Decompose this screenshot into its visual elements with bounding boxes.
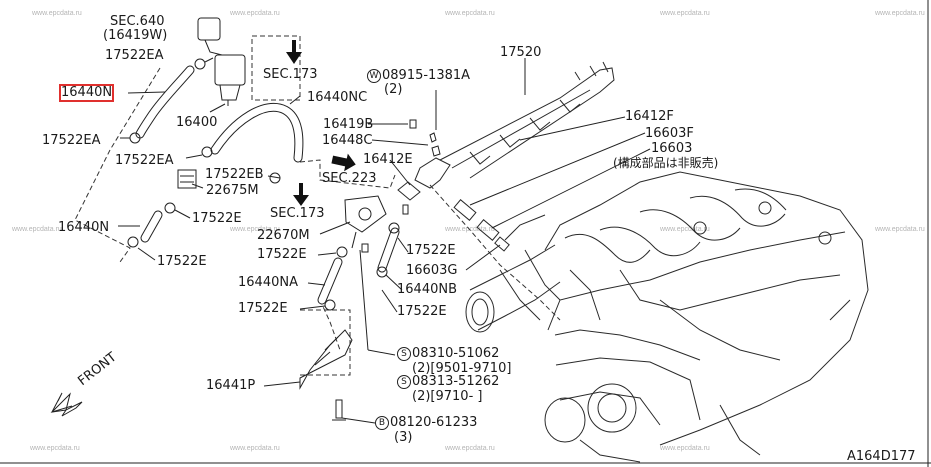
label-sec640: SEC.640 bbox=[110, 14, 165, 29]
regulator-22670M bbox=[344, 195, 387, 249]
watermark: www.epcdata.ru bbox=[875, 226, 925, 233]
label-16440NA: 16440NA bbox=[238, 275, 298, 290]
label-16419B: 16419B bbox=[323, 117, 374, 132]
damper-22675M bbox=[177, 169, 197, 189]
dashed-leader-left bbox=[74, 67, 161, 263]
label-16440N-2: 16440N bbox=[58, 220, 110, 235]
dashed-leader-sec223 bbox=[299, 159, 396, 189]
label-16440NB: 16440NB bbox=[397, 282, 457, 297]
fuel-rail bbox=[397, 61, 615, 201]
dashed-leader-16441P bbox=[319, 299, 341, 351]
label-17522E-2: 17522E bbox=[157, 254, 207, 269]
label-17522E-6: 17522E bbox=[397, 304, 447, 319]
label-16603F: 16603F bbox=[645, 126, 694, 141]
label-16412F: 16412F bbox=[625, 109, 674, 124]
arrow-icons bbox=[286, 40, 356, 206]
label-16412E: 16412E bbox=[363, 152, 413, 167]
label-sec173-mid: SEC.173 bbox=[270, 206, 325, 221]
label-17522E-3: 17522E bbox=[257, 247, 307, 262]
label-17522EA-3: 17522EA bbox=[115, 153, 174, 168]
injectors bbox=[453, 199, 510, 252]
label-16441P: 16441P bbox=[206, 378, 256, 393]
label-sec173-top: SEC.173 bbox=[263, 67, 318, 82]
label-sec640-sub: (16419W) bbox=[103, 28, 168, 43]
label-16400: 16400 bbox=[176, 115, 218, 130]
watermark: www.epcdata.ru bbox=[660, 445, 710, 452]
watermark: www.epcdata.ru bbox=[230, 10, 280, 17]
watermark: www.epcdata.ru bbox=[875, 10, 925, 17]
watermark: www.epcdata.ru bbox=[660, 226, 710, 233]
leader-lines bbox=[118, 57, 651, 424]
label-17522E-1: 17522E bbox=[192, 211, 242, 226]
bolts bbox=[332, 119, 441, 421]
label-s2-sub: (2)[9710- ] bbox=[412, 389, 483, 404]
watermark: www.epcdata.ru bbox=[230, 226, 280, 233]
label-note-jp: (構成部品は非販売) bbox=[613, 156, 719, 170]
b-part-number: 08120-61233 bbox=[390, 415, 478, 430]
dashed-leader-rail bbox=[429, 184, 561, 321]
w-part-number: 08915-1381A bbox=[382, 68, 471, 83]
bracket-16441P bbox=[299, 329, 353, 390]
watermark: www.epcdata.ru bbox=[12, 226, 62, 233]
s2-part-number: 08313-51262 bbox=[412, 374, 500, 389]
label-17522E-4: 17522E bbox=[238, 301, 288, 316]
engine-block bbox=[544, 171, 869, 463]
dashed-bracket-16441P bbox=[300, 309, 351, 376]
label-b-qty: (3) bbox=[394, 430, 413, 445]
diagram-code: A164D177 bbox=[847, 449, 916, 464]
watermark: www.epcdata.ru bbox=[445, 445, 495, 452]
s-circle-icon: S bbox=[397, 375, 411, 389]
fuel-filter-16400 bbox=[197, 17, 246, 106]
label-16448C: 16448C bbox=[322, 133, 373, 148]
watermark: www.epcdata.ru bbox=[660, 10, 710, 17]
label-22675M: 22675M bbox=[206, 183, 259, 198]
label-16603: 16603 bbox=[651, 141, 693, 156]
front-arrow-icon bbox=[50, 392, 83, 417]
label-w-qty: (2) bbox=[384, 82, 403, 97]
b-circle-icon: B bbox=[375, 416, 389, 430]
label-s1-sub: (2)[9501-9710] bbox=[412, 361, 512, 376]
watermark: www.epcdata.ru bbox=[230, 445, 280, 452]
watermark: www.epcdata.ru bbox=[445, 10, 495, 17]
s1-part-number: 08310-51062 bbox=[412, 346, 500, 361]
label-16603G: 16603G bbox=[406, 263, 458, 278]
hose-clamps bbox=[127, 58, 400, 311]
sec173-bracket bbox=[251, 35, 301, 101]
label-sec223: SEC.223 bbox=[322, 171, 377, 186]
watermark: www.epcdata.ru bbox=[32, 10, 82, 17]
label-16440N-highlighted[interactable]: 16440N bbox=[58, 84, 115, 102]
label-17522EB: 17522EB bbox=[205, 167, 264, 182]
label-17520: 17520 bbox=[500, 45, 542, 60]
s-circle-icon: S bbox=[397, 347, 411, 361]
label-17522EA-1: 17522EA bbox=[105, 48, 164, 63]
label-17522E-5: 17522E bbox=[406, 243, 456, 258]
label-16440NC: 16440NC bbox=[307, 90, 368, 105]
w-circle-icon: W bbox=[367, 69, 381, 83]
label-22670M: 22670M bbox=[257, 228, 310, 243]
label-17522EA-2: 17522EA bbox=[42, 133, 101, 148]
watermark: www.epcdata.ru bbox=[30, 445, 80, 452]
intake-manifold bbox=[465, 214, 561, 333]
